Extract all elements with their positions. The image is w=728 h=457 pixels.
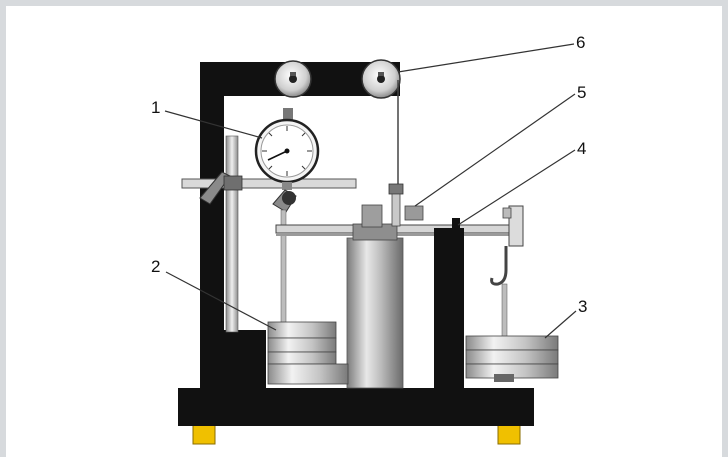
base-foot-right	[497, 423, 521, 445]
stand-rod	[225, 135, 239, 333]
base	[178, 388, 534, 445]
column-block	[200, 330, 266, 392]
base-plate	[178, 388, 534, 426]
leader-6	[397, 43, 575, 73]
counterweight-weights	[465, 335, 559, 382]
leader-5	[414, 93, 576, 207]
rod-clamp	[199, 171, 243, 205]
support-column	[434, 228, 464, 390]
label-2: 2	[151, 257, 160, 276]
leader-lines	[164, 43, 577, 339]
leader-3	[544, 310, 577, 339]
label-6: 6	[576, 33, 585, 52]
leader-4	[457, 149, 576, 226]
leader-2	[165, 271, 277, 331]
hook-bracket	[490, 205, 524, 286]
loading-weights	[267, 321, 349, 385]
dial-indicator	[254, 108, 320, 213]
load-cell-rod	[388, 183, 424, 227]
label-3: 3	[578, 297, 587, 316]
label-1: 1	[151, 98, 160, 117]
pulley-icon	[361, 59, 401, 99]
upper-arm	[181, 178, 357, 189]
label-4: 4	[577, 139, 586, 158]
label-5: 5	[577, 83, 586, 102]
base-foot-left	[192, 423, 216, 445]
pulley-left	[274, 60, 312, 98]
leader-1	[164, 110, 263, 139]
load-cylinder	[346, 204, 404, 389]
